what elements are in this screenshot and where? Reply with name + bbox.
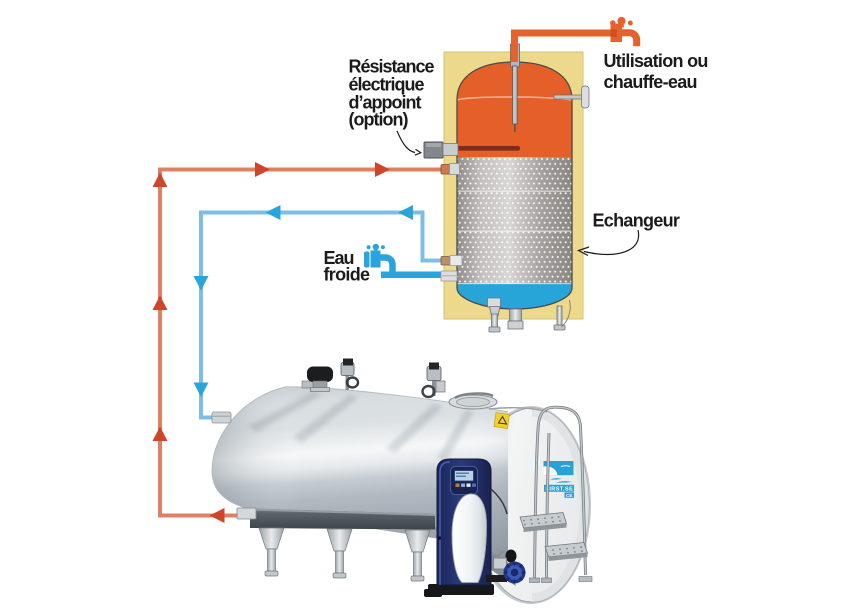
svg-text:Utilisation ou: Utilisation ou bbox=[604, 51, 708, 71]
svg-text:électrique: électrique bbox=[349, 74, 425, 94]
svg-text:(option): (option) bbox=[349, 109, 409, 129]
svg-text:chauffe-eau: chauffe-eau bbox=[604, 72, 697, 92]
svg-text:froide: froide bbox=[324, 264, 370, 284]
svg-text:CE: CE bbox=[566, 493, 572, 498]
svg-text:FIRST.SE: FIRST.SE bbox=[546, 487, 574, 493]
svg-text:Résistance: Résistance bbox=[349, 56, 435, 76]
svg-text:d’appoint: d’appoint bbox=[349, 92, 422, 112]
svg-text:Echangeur: Echangeur bbox=[593, 210, 680, 230]
svg-text:Eau: Eau bbox=[324, 248, 354, 268]
